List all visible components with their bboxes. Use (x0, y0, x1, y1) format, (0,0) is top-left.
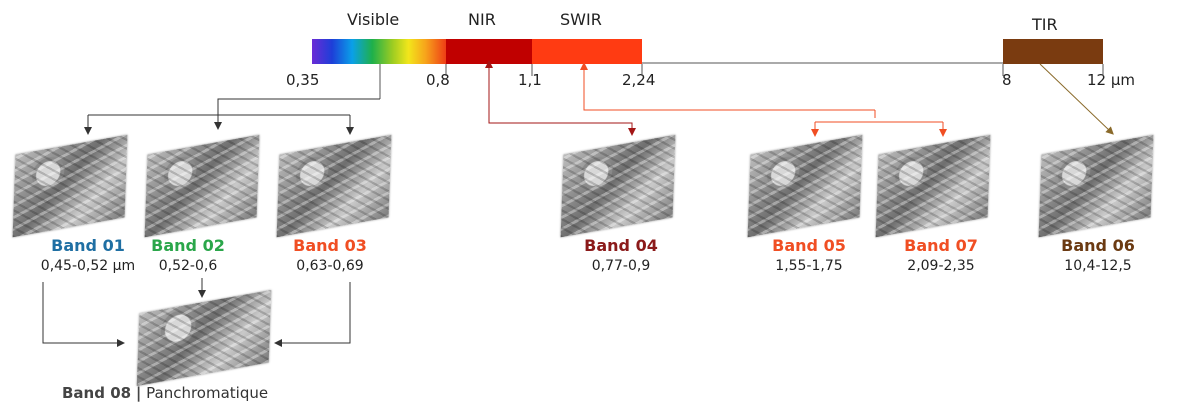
band-02-range: 0,52-0,6 (158, 258, 218, 274)
band-07-name: Band 07 (904, 236, 978, 255)
band-08-name: Band 08 (62, 384, 132, 402)
tick-label-08: 0,8 (426, 71, 450, 89)
band-03-range: 0,63-0,69 (296, 258, 364, 274)
tir-to-band06-arrow (1039, 63, 1114, 135)
band03-to-pan-arrow (274, 282, 351, 347)
band-04-name: Band 04 (584, 236, 658, 255)
band-05-name: Band 05 (772, 236, 846, 255)
band-05-range: 1,55-1,75 (775, 258, 843, 274)
swir-spectrum-bar (532, 39, 642, 64)
swir-connector-arrow (580, 62, 875, 111)
tir-region-label: TIR (1032, 15, 1058, 34)
band-01-name: Band 01 (51, 236, 125, 255)
band-03-name: Band 03 (293, 236, 367, 255)
band-08-caption: Band 08 | Panchromatique (62, 384, 268, 402)
band01-to-pan-arrow (42, 282, 125, 347)
nir-region-label: NIR (468, 10, 496, 29)
tick-label-8: 8 (1002, 71, 1012, 89)
band-08-separator: | (135, 384, 142, 402)
band-01-range: 0,45-0,52 μm (40, 258, 136, 274)
band-02-name: Band 02 (151, 236, 225, 255)
swir-region-label: SWIR (560, 10, 602, 29)
visible-to-band02-arrow (214, 98, 380, 130)
band-06-range: 10,4-12,5 (1064, 258, 1132, 274)
band-07-range: 2,09-2,35 (907, 258, 975, 274)
tick-label-12: 12 μm (1087, 71, 1136, 89)
visible-spectrum-bar (312, 39, 446, 64)
tick-label-224: 2,24 (622, 71, 656, 89)
tick-label-11: 1,1 (518, 71, 542, 89)
nir-spectrum-bar (446, 39, 532, 64)
band-04-range: 0,77-0,9 (591, 258, 651, 274)
band-06-name: Band 06 (1061, 236, 1135, 255)
visible-region-label: Visible (347, 10, 400, 29)
band-08-label: Panchromatique (146, 384, 269, 402)
tir-spectrum-bar (1003, 39, 1103, 64)
nir-to-band04-arrow (485, 60, 633, 130)
tick-label-035: 0,35 (286, 71, 320, 89)
